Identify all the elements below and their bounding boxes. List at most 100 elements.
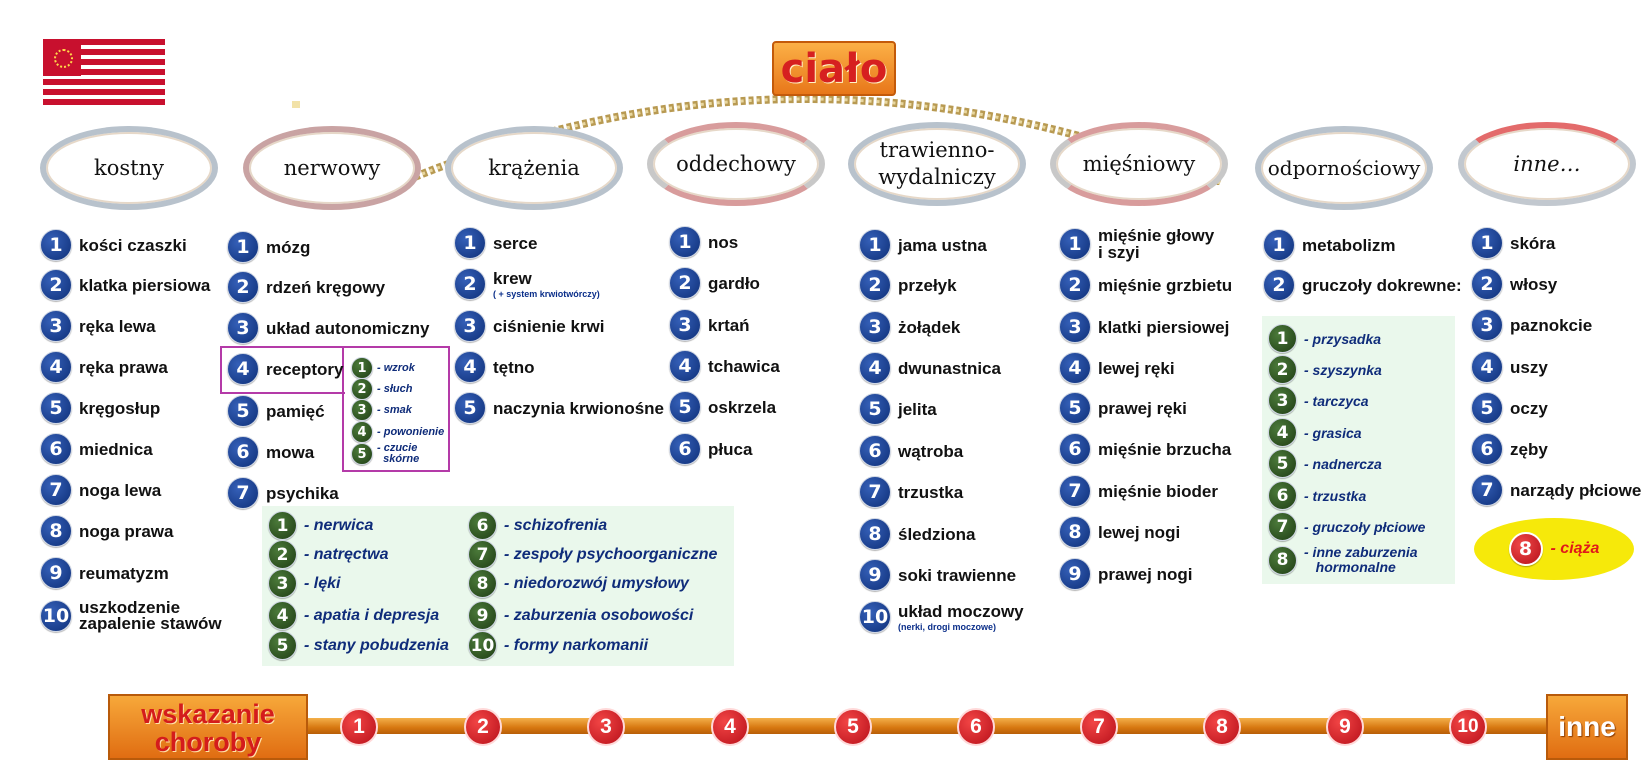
- psyche-item: 6- schizofrenia: [468, 511, 607, 540]
- receptor-item: 1- wzrok: [351, 357, 415, 379]
- system-oval-kostny[interactable]: kostny: [40, 126, 218, 210]
- disease-step-4[interactable]: 4: [711, 708, 749, 746]
- disease-step-9[interactable]: 9: [1326, 708, 1364, 746]
- system-oval-trawienno[interactable]: trawienno-wydalniczy: [848, 122, 1026, 206]
- psyche-item: 8- niedorozwój umysłowy: [468, 569, 689, 598]
- receptor-item: 5- czucie skórne: [351, 443, 419, 465]
- system-oval-oddechowy[interactable]: oddechowy: [647, 122, 825, 206]
- psyche-item: 4- apatia i depresja: [268, 601, 439, 630]
- receptor-item: 4- powonienie: [351, 421, 444, 443]
- disease-step-7[interactable]: 7: [1080, 708, 1118, 746]
- gland-item: 1- przysadka: [1268, 324, 1381, 353]
- system-oval-inne[interactable]: inne…: [1458, 122, 1636, 206]
- disease-step-2[interactable]: 2: [464, 708, 502, 746]
- psyche-item: 7- zespoły psychoorganiczne: [468, 540, 717, 569]
- gland-item: 4- grasica: [1268, 418, 1362, 447]
- psyche-item: 3- lęki: [268, 569, 340, 598]
- system-name: trawienno-wydalniczy: [878, 138, 996, 189]
- system-name: krążenia: [488, 155, 580, 180]
- disease-step-8[interactable]: 8: [1203, 708, 1241, 746]
- receptor-item: 2- słuch: [351, 378, 412, 400]
- gland-item: 3- tarczyca: [1268, 386, 1369, 415]
- psyche-item: 5- stany pobudzenia: [268, 631, 449, 660]
- system-oval-odpornosciowy[interactable]: odpornościowy: [1255, 126, 1433, 210]
- system-name: oddechowy: [676, 151, 796, 176]
- system-name: odpornościowy: [1267, 155, 1421, 180]
- pregnancy-highlight[interactable]: 8- ciąża: [1474, 518, 1634, 580]
- disease-step-1[interactable]: 1: [340, 708, 378, 746]
- disease-step-3[interactable]: 3: [587, 708, 625, 746]
- psychika-box: [262, 506, 734, 666]
- page-title: ciało: [772, 41, 896, 96]
- system-oval-nerwowy[interactable]: nerwowy: [243, 126, 421, 210]
- receptors-submenu-box: [342, 346, 450, 472]
- gland-item: 2- szyszynka: [1268, 355, 1382, 384]
- gland-item: 5- nadnercza: [1268, 449, 1382, 478]
- gland-item: 6- trzustka: [1268, 481, 1366, 510]
- disease-other-label[interactable]: inne: [1546, 694, 1628, 760]
- system-name: mięśniowy: [1082, 151, 1196, 176]
- gland-item: 8- inne zaburzenia hormonalne: [1268, 545, 1418, 575]
- system-name: nerwowy: [283, 155, 381, 180]
- psyche-item: 2- natręctwa: [268, 540, 388, 569]
- disease-step-6[interactable]: 6: [957, 708, 995, 746]
- disease-step-10[interactable]: 10: [1449, 708, 1487, 746]
- system-name: inne…: [1513, 151, 1581, 176]
- system-oval-krazenia[interactable]: krążenia: [445, 126, 623, 210]
- disease-step-5[interactable]: 5: [834, 708, 872, 746]
- receptor-item: 3- smak: [351, 399, 412, 421]
- system-oval-miesniowy[interactable]: mięśniowy: [1050, 122, 1228, 206]
- system-name: kostny: [94, 155, 164, 180]
